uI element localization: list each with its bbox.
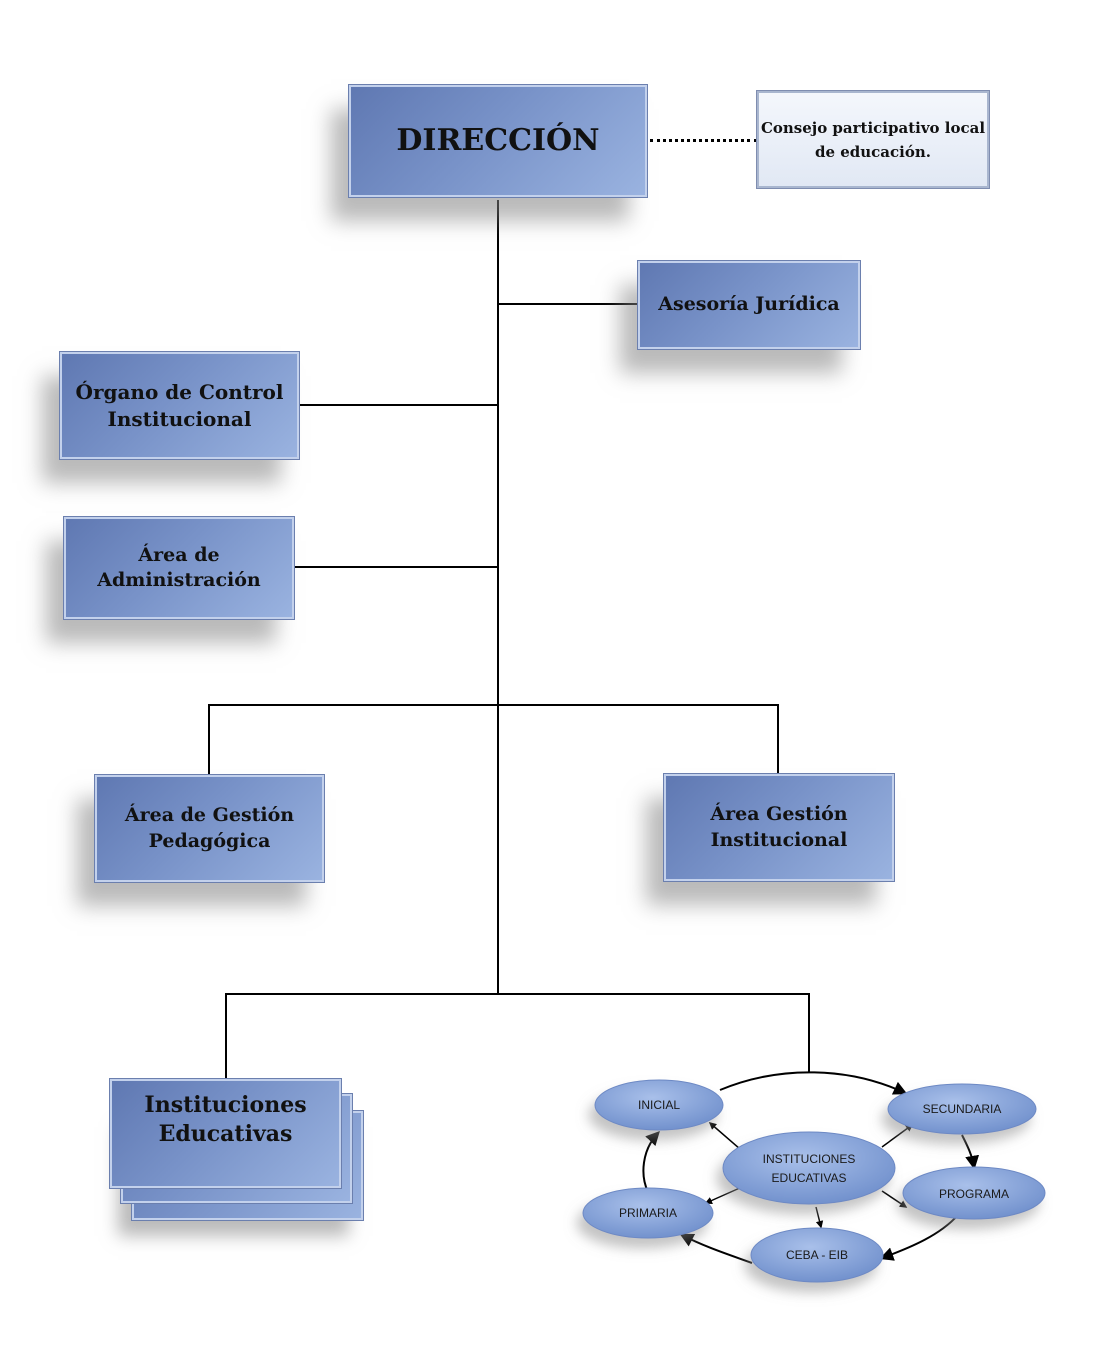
consejo-label-line1: Consejo participativo	[760, 118, 940, 137]
direccion-box: DIRECCIÓN	[348, 84, 648, 198]
arrow-center-to-secundaria	[881, 1124, 914, 1148]
administracion-line2: Administración	[97, 569, 261, 591]
gestion-horizontal-line	[208, 704, 779, 706]
ellipse-ceba-eib	[750, 1227, 884, 1283]
instituciones-box: Instituciones Educativas	[109, 1078, 342, 1189]
ellipse-primaria	[582, 1187, 714, 1239]
arrow-center-to-programa	[881, 1190, 908, 1208]
instituciones-drop	[225, 993, 227, 1081]
main-vertical-line	[497, 200, 499, 995]
instituciones-line1: Instituciones	[144, 1092, 307, 1118]
gestion-pedagogica-line1: Área de Gestión	[124, 804, 295, 827]
arrow-ceba-to-primaria	[679, 1233, 753, 1264]
ellipse-inicial	[594, 1079, 724, 1131]
gestion-pedagogica-line2: Pedagógica	[148, 829, 271, 852]
label-programa: PROGRAMA	[939, 1187, 1009, 1201]
ellipse-center-instituciones	[722, 1131, 896, 1205]
gestion-institucional-line1: Área Gestión	[710, 803, 848, 826]
label-ceba-eib: CEBA - EIB	[786, 1248, 848, 1262]
arrow-center-to-inicial	[708, 1122, 741, 1150]
gestion-pedagogica-box: Área de Gestión Pedagógica	[94, 774, 325, 883]
consejo-label-line2: local de educación.	[814, 118, 986, 161]
administracion-connector	[293, 566, 499, 568]
label-primaria: PRIMARIA	[619, 1206, 677, 1220]
instituciones-line2: Educativas	[158, 1121, 293, 1148]
gestion-institucional-box: Área Gestión Institucional	[663, 773, 895, 882]
arrow-inicial-to-secundaria	[719, 1071, 908, 1095]
ellipse-secundaria	[887, 1083, 1037, 1135]
cycle-drop	[808, 993, 810, 1073]
label-secundaria: SECUNDARIA	[923, 1102, 1002, 1116]
organo-control-connector	[298, 404, 499, 406]
organo-control-box: Órgano de Control Institucional	[59, 351, 300, 460]
administracion-box: Área de Administración	[63, 516, 295, 620]
arrow-secundaria-to-programa	[961, 1134, 980, 1170]
arrow-center-to-primaria	[704, 1186, 743, 1204]
gestion-institucional-line2: Institucional	[710, 828, 848, 851]
label-inicial: INICIAL	[638, 1098, 680, 1112]
asesoria-connector	[497, 303, 638, 305]
arrow-programa-to-ceba	[879, 1214, 959, 1261]
label-center-line1: INSTITUCIONES	[763, 1152, 856, 1166]
arrow-center-to-ceba	[815, 1206, 824, 1229]
direccion-label: DIRECCIÓN	[396, 123, 600, 159]
ellipse-programa	[902, 1166, 1046, 1220]
consejo-dotted-connector	[650, 139, 757, 142]
instituciones-horizontal-line	[225, 993, 810, 995]
gestion-institucional-drop	[777, 704, 779, 776]
arrow-primaria-to-inicial	[642, 1130, 660, 1193]
label-center-line2: EDUCATIVAS	[772, 1171, 847, 1185]
instituciones-cycle-diagram: INICIAL SECUNDARIA INSTITUCIONES EDUCATI…	[582, 1071, 1046, 1283]
organo-control-line2: Institucional	[107, 406, 252, 431]
administracion-line1: Área de	[138, 543, 220, 566]
organo-control-line1: Órgano de Control	[75, 380, 284, 405]
gestion-pedagogica-drop	[208, 704, 210, 776]
asesoria-juridica-box: Asesoría Jurídica	[637, 260, 861, 350]
consejo-box: Consejo participativo local de educación…	[756, 90, 990, 189]
asesoria-label: Asesoría Jurídica	[658, 293, 840, 316]
